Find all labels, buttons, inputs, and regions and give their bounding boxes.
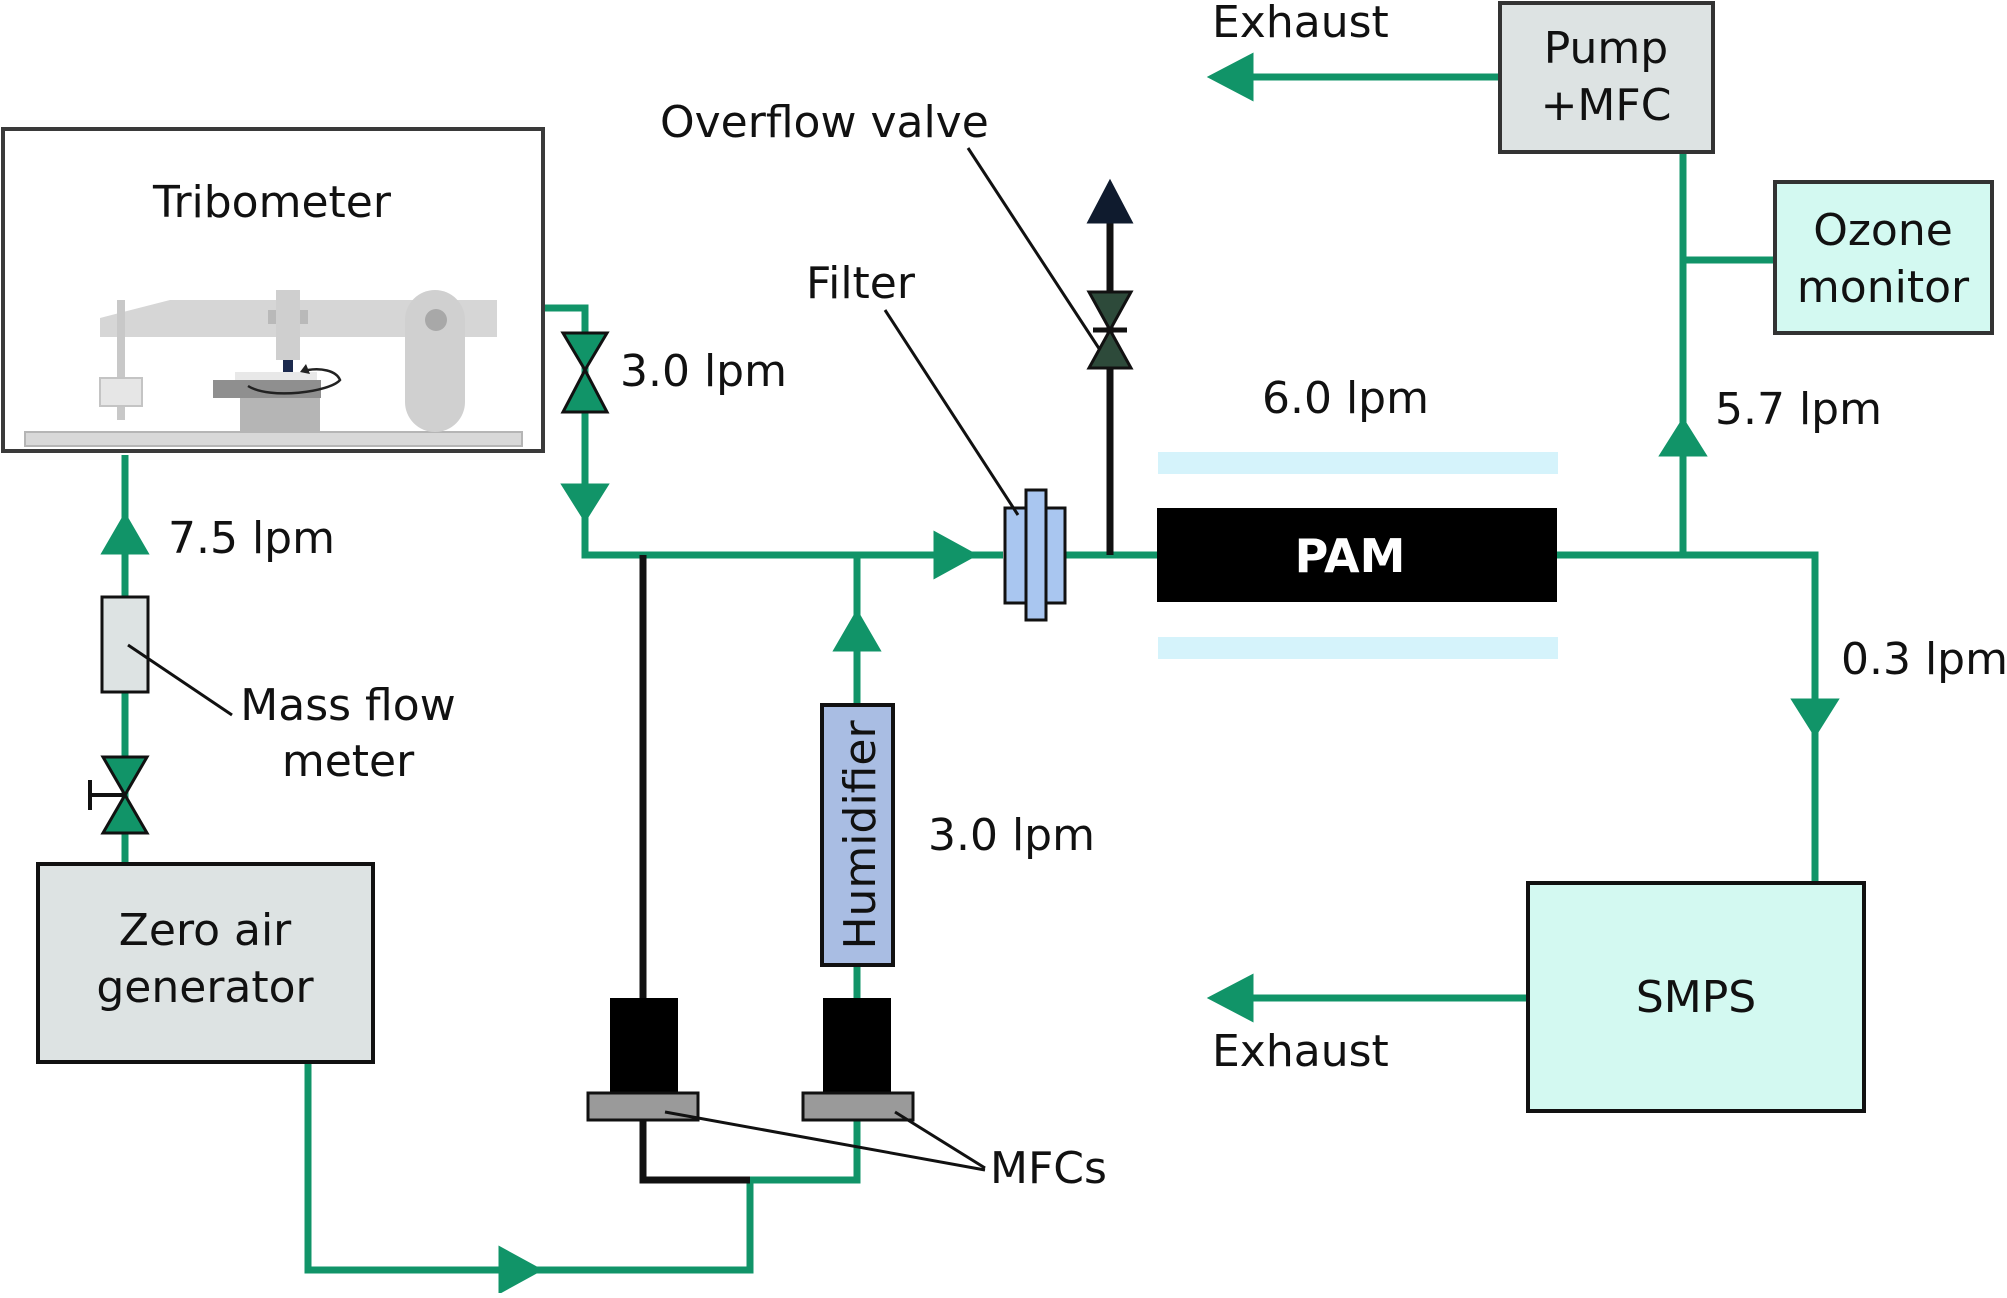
valve-top-triangle: [1086, 290, 1134, 334]
pipe-pam-smps: [1557, 551, 1819, 883]
flow-rate-tribo-out: 3.0 lpm: [620, 346, 787, 397]
arrow-main-right: [933, 530, 979, 580]
tribometer-base: [24, 431, 523, 447]
tribometer-label: Tribometer: [152, 177, 392, 228]
tribometer-pivot-hole: [425, 309, 447, 331]
mfc-right-body: [823, 998, 891, 1093]
exhaust-bottom-label: Exhaust: [1212, 1026, 1389, 1077]
smps-label: SMPS: [1636, 972, 1756, 1023]
mass-flow-label-line2: meter: [282, 736, 415, 787]
humidifier-box: [820, 703, 895, 967]
arrow-humidifier-up: [832, 609, 882, 652]
zero-air-label-line2: generator: [96, 962, 314, 1013]
tribometer-pin-holder: [276, 290, 300, 360]
mass-flow-meter: [100, 595, 150, 694]
leader-overflow-valve: [966, 147, 1102, 351]
tribometer-disc: [213, 380, 321, 398]
zero-air-generator-box: [36, 862, 375, 1064]
mfc-left-body: [610, 998, 678, 1093]
zero-air-label-line1: Zero air: [119, 905, 292, 956]
valve-bottom-triangle: [100, 792, 150, 835]
mfc-right: [801, 998, 915, 1122]
leader-mfc-right: [894, 1110, 986, 1170]
pam-reactor: [1157, 508, 1557, 602]
pam-label: PAM: [1295, 529, 1406, 583]
filter-core: [1024, 488, 1048, 622]
valve-top-triangle: [100, 755, 150, 798]
overflow-valve-label: Overflow valve: [660, 97, 989, 148]
smps-box: [1526, 881, 1866, 1113]
flow-rate-pam: 6.0 lpm: [1262, 373, 1429, 424]
pipe-tribo-out: [543, 304, 1003, 559]
tribometer-illustration: [24, 290, 523, 447]
flow-rate-pump: 5.7 lpm: [1715, 384, 1882, 435]
tribometer-stage: [240, 398, 320, 432]
pump-label-line2: +MFC: [1541, 80, 1672, 131]
tribometer-left-rod: [117, 300, 125, 420]
arrow-exhaust-bottom: [1206, 973, 1254, 1023]
flow-rate-humidifier: 3.0 lpm: [928, 810, 1095, 861]
arrow-bottom-right: [498, 1245, 544, 1295]
arrow-exhaust-top: [1206, 52, 1254, 102]
leader-lines: [127, 147, 1102, 1172]
filter-element: [1003, 488, 1067, 622]
flow-arrows: [100, 52, 1840, 1295]
humidifier-label: Humidifier: [835, 720, 886, 950]
filter-label: Filter: [806, 258, 916, 309]
valve-bottom-triangle: [1086, 326, 1134, 370]
tribometer-pivot: [405, 290, 465, 432]
tribometer-disc-top: [235, 372, 317, 380]
valve-top-triangle: [560, 331, 610, 373]
arrow-tribo-down: [560, 483, 610, 523]
flow-rate-smps: 0.3 lpm: [1841, 634, 2007, 685]
flow-rate-zero-air: 7.5 lpm: [168, 513, 335, 564]
ozone-label-line1: Ozone: [1813, 205, 1953, 256]
arrow-smps-down: [1790, 698, 1840, 738]
arrow-pump-up: [1658, 417, 1708, 457]
arrow-overflow-up: [1086, 178, 1134, 224]
pump-label-line1: Pump: [1544, 23, 1668, 74]
valve-overflow: [1086, 290, 1134, 370]
valve-zero-air: [88, 755, 150, 835]
leader-mfc-left: [664, 1110, 986, 1172]
tribometer-weight: [99, 377, 143, 407]
tribometer-pin: [283, 360, 293, 372]
rotation-arrow-icon: [247, 368, 342, 395]
arrow-zero-air-up: [100, 512, 150, 555]
mfcs-label: MFCs: [990, 1143, 1107, 1194]
valve-tribo-out: [560, 331, 610, 414]
ozone-label-line2: monitor: [1797, 262, 1970, 313]
ozone-monitor-box: [1773, 180, 1994, 335]
exhaust-top-label: Exhaust: [1212, 0, 1389, 48]
leader-filter: [883, 309, 1020, 516]
leader-mass-flow: [127, 643, 233, 717]
pipe-left-mfc-bottom: [639, 1120, 750, 1184]
pipe-mfc-bottom: [304, 1062, 861, 1274]
pam-glow-bottom: [1158, 637, 1558, 659]
pam-glow-top: [1158, 452, 1558, 474]
pump-mfc-box: [1498, 1, 1715, 154]
mfc-right-base: [801, 1091, 915, 1122]
mfc-left: [586, 998, 700, 1122]
mass-flow-label-line1: Mass flow: [240, 680, 455, 731]
rotation-arrowhead-icon: [300, 364, 310, 374]
valve-bottom-triangle: [560, 366, 610, 414]
black-pipes: [639, 222, 1114, 1184]
